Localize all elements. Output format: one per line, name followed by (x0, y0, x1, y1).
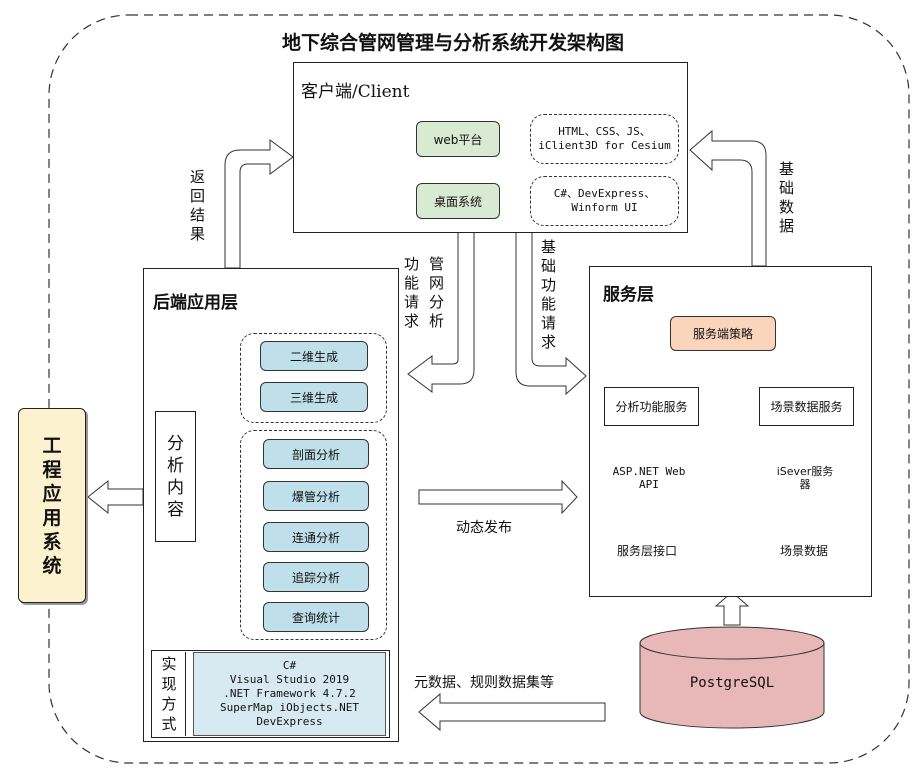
implementation-label: 实 现 方 式 (153, 652, 186, 736)
analysis-service-box: 分析功能服务 (604, 387, 699, 426)
service-strategy-box: 服务端策略 (670, 316, 776, 351)
desktop-tech-box: C#、DevExpress、 Winform UI (530, 176, 679, 226)
function-request-label: 功 能 请 求 (404, 255, 420, 330)
basic-function-request-label: 基 础 功 能 请 求 (541, 238, 557, 351)
desktop-system-box: 桌面系统 (416, 183, 500, 219)
postgresql-cylinder (639, 626, 825, 729)
analysis-content-label: 分 析 内 容 (155, 411, 196, 542)
burst-analysis-box: 爆管分析 (263, 481, 369, 511)
backend-title: 后端应用层 (153, 293, 238, 313)
diagram-title: 地下综合管网管理与分析系统开发架构图 (282, 32, 625, 54)
web-platform-box: web平台 (416, 121, 500, 157)
basic-func-arrow (515, 231, 587, 396)
pipe-analysis-arrow (407, 231, 475, 393)
trace-analysis-box: 追踪分析 (263, 562, 369, 592)
meta-data-label: 元数据、规则数据集等 (414, 675, 554, 691)
iserver-box: iSever服务 器 (776, 465, 834, 491)
dynamic-publish-arrow (418, 479, 578, 515)
section-analysis-box: 剖面分析 (263, 439, 369, 469)
scene-data-service-box: 场景数据服务 (759, 387, 854, 426)
aspnet-webapi-box: ASP.NET Web API (612, 465, 686, 491)
return-result-label: 返 回 结 果 (190, 168, 206, 243)
gen-3d-box: 三维生成 (260, 382, 368, 412)
meta-data-arrow (418, 692, 606, 732)
basic-data-label: 基 础 数 据 (779, 160, 795, 235)
dynamic-publish-label: 动态发布 (456, 520, 512, 536)
client-title: 客户端/Client (301, 82, 410, 102)
service-interface-label: 服务层接口 (616, 543, 677, 558)
outer-frame (48, 14, 910, 764)
return-result-arrow (224, 139, 294, 269)
query-statistics-box: 查询统计 (263, 602, 369, 632)
pipe-analysis-label: 管 网 分 析 (429, 255, 445, 330)
engineering-system-box: 工 程 应 用 系 统 (18, 408, 86, 603)
service-title: 服务层 (603, 285, 654, 305)
postgresql-label: PostgreSQL (689, 675, 775, 691)
db-to-service-arrow (714, 591, 750, 626)
basic-data-arrow (689, 129, 767, 267)
gen-2d-box: 二维生成 (260, 341, 368, 371)
implementation-details: C# Visual Studio 2019 .NET Framework 4.7… (193, 652, 386, 736)
scene-data-label: 场景数据 (779, 543, 828, 558)
web-tech-box: HTML、CSS、JS、 iClient3D for Cesium (530, 114, 679, 164)
engineering-system-label: 工 程 应 用 系 统 (42, 434, 62, 577)
connectivity-analysis-box: 连通分析 (263, 522, 369, 552)
engineering-arrow (87, 479, 144, 515)
